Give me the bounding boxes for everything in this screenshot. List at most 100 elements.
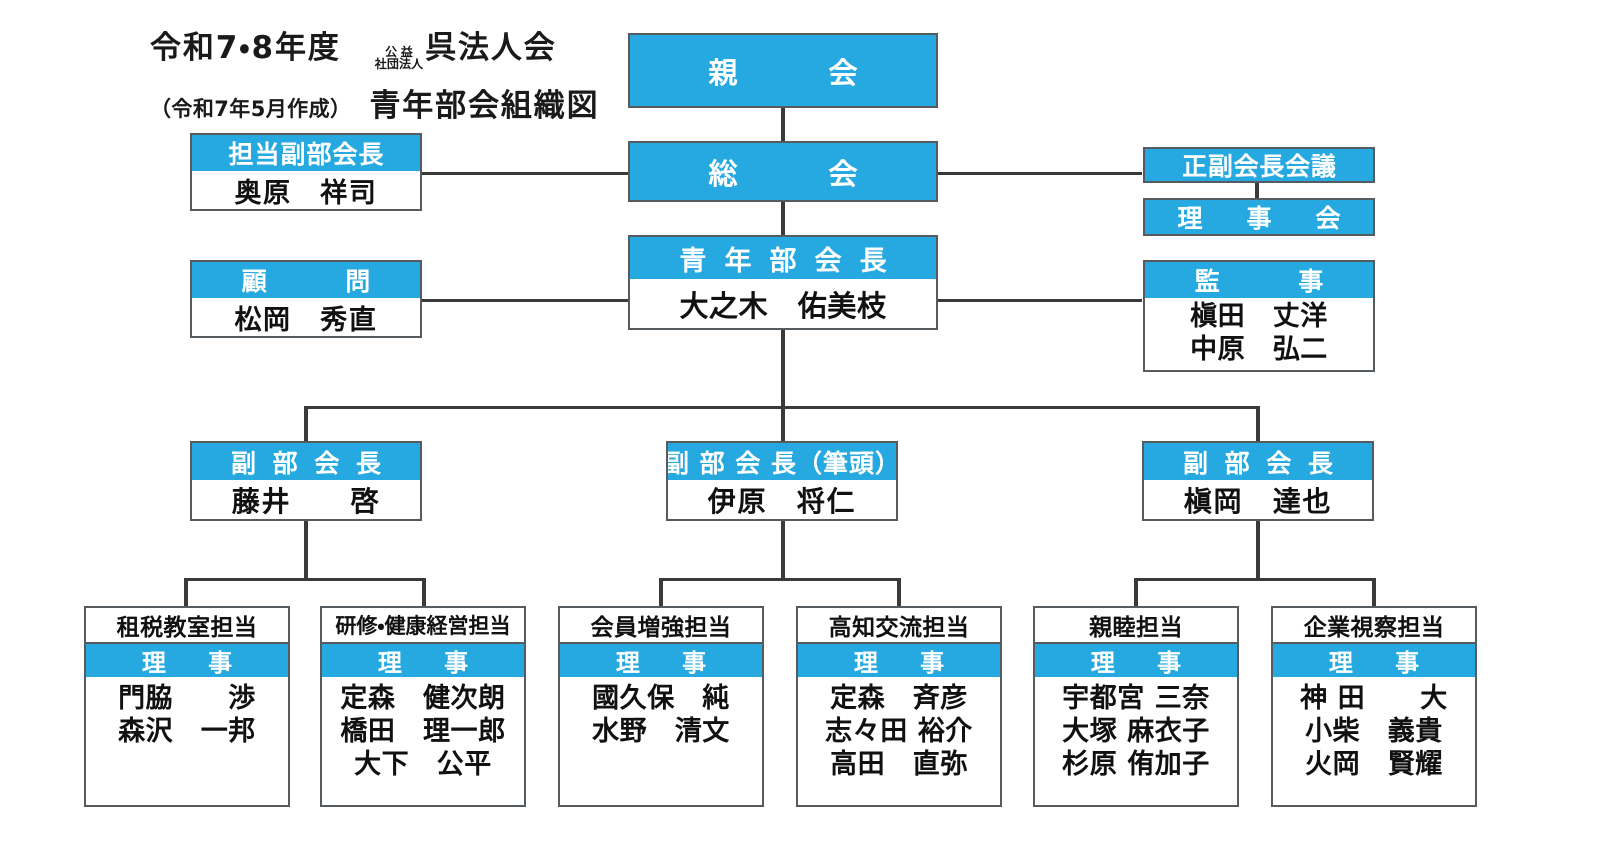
connector-vicechair1-down xyxy=(304,521,308,581)
connector-vicechair3-down xyxy=(1256,521,1260,581)
organization-name: 呉法人会 xyxy=(425,30,557,66)
node-committee-4-role: 理 事 xyxy=(798,644,1000,677)
node-oyakai-label: 親 会 xyxy=(630,35,936,106)
connector-soukai-seinenbukaicho xyxy=(781,202,785,235)
connector-drop-vicechair-1 xyxy=(304,406,308,441)
node-committee-3-member-2: 水野 清文 xyxy=(592,715,730,747)
title-chart-name: 青年部会組織図 xyxy=(369,88,600,124)
node-kanji-names: 槇田 丈洋 中原 弘二 xyxy=(1145,298,1373,370)
node-oyakai[interactable]: 親 会 xyxy=(628,33,938,108)
node-soukai-label: 総 会 xyxy=(630,143,936,200)
node-vice-chair-3-name: 槇岡 達也 xyxy=(1183,484,1333,518)
connector-seinenbukaicho-kanji xyxy=(937,299,1142,302)
connector-vicechair3-bus xyxy=(1135,578,1375,581)
connector-seifuku-rijikai xyxy=(1255,182,1259,199)
node-committee-5-role: 理 事 xyxy=(1035,644,1237,677)
node-committee-1-member-1: 門脇 渉 xyxy=(118,683,256,714)
connector-drop-committee-6 xyxy=(1372,578,1376,606)
node-seifuku-kaichou-kaigi[interactable]: 正副会長会議 xyxy=(1143,147,1375,183)
node-committee-3-members: 國久保 純 水野 清文 xyxy=(560,677,762,805)
node-seifuku-kaichou-kaigi-label: 正副会長会議 xyxy=(1145,149,1373,181)
connector-oyakai-soukai xyxy=(781,108,785,141)
corporation-type-top: 公益 xyxy=(385,45,417,59)
node-komon-label: 顧 問 xyxy=(192,262,420,298)
connector-seinenbukaicho-komon xyxy=(420,299,630,302)
node-kanji[interactable]: 監 事 槇田 丈洋 中原 弘二 xyxy=(1143,260,1375,372)
node-committee-5[interactable]: 親睦担当 理 事 宇都宮 三奈 大塚 麻衣子 杉原 侑加子 xyxy=(1033,606,1239,807)
connector-soukai-tantou xyxy=(420,172,630,175)
node-committee-6-members: 神 田 大 小柴 義貴 火岡 賢耀 xyxy=(1273,677,1475,805)
connector-soukai-seifuku xyxy=(937,172,1142,175)
node-committee-2[interactable]: 研修・健康経営担当 理 事 定森 健次朗 橋田 理一郎 大下 公平 xyxy=(320,606,526,807)
node-committee-1-members: 門脇 渉 森沢 一邦 xyxy=(86,677,288,805)
node-rijikai[interactable]: 理 事 会 xyxy=(1143,198,1375,236)
node-committee-6-title: 企業視察担当 xyxy=(1273,608,1475,644)
node-kanji-label: 監 事 xyxy=(1145,262,1373,298)
node-vice-chair-3[interactable]: 副 部 会 長 槇岡 達也 xyxy=(1142,441,1374,521)
node-committee-4-members: 定森 斉彦 志々田 裕介 高田 直弥 xyxy=(798,677,1000,805)
node-committee-5-title: 親睦担当 xyxy=(1035,608,1237,644)
node-tantou-fukubukaicho[interactable]: 担当副部会長 奥原 祥司 xyxy=(190,133,422,211)
node-committee-4-member-2: 志々田 裕介 xyxy=(825,715,973,747)
node-vice-chair-3-label: 副 部 会 長 xyxy=(1144,443,1372,480)
node-committee-6-member-1: 神 田 大 xyxy=(1300,683,1448,714)
title-created-note: （令和7年5月作成） xyxy=(150,97,352,121)
connector-drop-vicechair-2 xyxy=(781,406,785,441)
node-vice-chair-1-label: 副 部 会 長 xyxy=(192,443,420,480)
node-committee-5-member-3: 杉原 侑加子 xyxy=(1062,748,1210,780)
node-seinenbukaicho-name: 大之木 佑美枝 xyxy=(679,288,887,323)
connector-drop-committee-5 xyxy=(1134,578,1138,606)
node-committee-5-member-2: 大塚 麻衣子 xyxy=(1062,715,1210,747)
connector-vicechair2-down xyxy=(781,521,785,581)
node-kanji-name-2: 中原 弘二 xyxy=(1190,333,1328,365)
connector-drop-committee-4 xyxy=(897,578,901,606)
title-fiscal-year: 令和7・8年度 xyxy=(150,30,341,66)
node-komon-name: 松岡 秀直 xyxy=(234,304,378,336)
node-committee-3-role: 理 事 xyxy=(560,644,762,677)
connector-vicechair2-bus xyxy=(660,578,900,581)
node-committee-5-members: 宇都宮 三奈 大塚 麻衣子 杉原 侑加子 xyxy=(1035,677,1237,805)
corporation-type-ruby: 公益 社団法人 xyxy=(375,46,423,70)
node-komon[interactable]: 顧 問 松岡 秀直 xyxy=(190,260,422,338)
node-rijikai-label: 理 事 会 xyxy=(1145,200,1373,234)
connector-drop-vicechair-3 xyxy=(1256,406,1260,441)
node-committee-2-title: 研修・健康経営担当 xyxy=(322,608,524,644)
connector-drop-committee-3 xyxy=(659,578,663,606)
connector-drop-committee-1 xyxy=(184,578,188,606)
node-committee-5-member-1: 宇都宮 三奈 xyxy=(1062,683,1210,714)
node-committee-6[interactable]: 企業視察担当 理 事 神 田 大 小柴 義貴 火岡 賢耀 xyxy=(1271,606,1477,807)
node-committee-1[interactable]: 租税教室担当 理 事 門脇 渉 森沢 一邦 xyxy=(84,606,290,807)
node-vice-chair-2[interactable]: 副 部 会 長（筆頭） 伊原 将仁 xyxy=(666,441,898,521)
node-committee-3-member-1: 國久保 純 xyxy=(592,683,730,714)
node-committee-3-title: 会員増強担当 xyxy=(560,608,762,644)
connector-drop-committee-2 xyxy=(422,578,426,606)
node-committee-2-members: 定森 健次朗 橋田 理一郎 大下 公平 xyxy=(322,677,524,805)
node-committee-4-title: 高知交流担当 xyxy=(798,608,1000,644)
node-committee-2-member-1: 定森 健次朗 xyxy=(340,683,506,714)
node-committee-6-role: 理 事 xyxy=(1273,644,1475,677)
node-committee-1-title: 租税教室担当 xyxy=(86,608,288,644)
node-tantou-fukubukaicho-name: 奥原 祥司 xyxy=(234,177,378,209)
node-vice-chair-2-label: 副 部 会 長（筆頭） xyxy=(668,443,896,480)
node-committee-1-member-2: 森沢 一邦 xyxy=(118,715,256,747)
node-committee-2-member-3: 大下 公平 xyxy=(354,748,492,780)
node-committee-2-member-2: 橋田 理一郎 xyxy=(340,715,506,747)
node-seinenbukaicho-label: 青 年 部 会 長 xyxy=(630,237,936,279)
node-committee-4-member-1: 定森 斉彦 xyxy=(830,683,968,714)
node-tantou-fukubukaicho-label: 担当副部会長 xyxy=(192,135,420,171)
connector-seinenbukaicho-down xyxy=(781,330,785,408)
node-committee-3[interactable]: 会員増強担当 理 事 國久保 純 水野 清文 xyxy=(558,606,764,807)
node-kanji-name-1: 槇田 丈洋 xyxy=(1190,301,1328,332)
node-committee-2-role: 理 事 xyxy=(322,644,524,677)
node-committee-6-member-3: 火岡 賢耀 xyxy=(1305,748,1443,780)
node-committee-6-member-2: 小柴 義貴 xyxy=(1305,715,1443,747)
node-vice-chair-1[interactable]: 副 部 会 長 藤井 啓 xyxy=(190,441,422,521)
chart-title-block: 令和7・8年度 公益 社団法人 呉法人会 （令和7年5月作成） 青年部会組織図 xyxy=(150,22,620,124)
node-soukai[interactable]: 総 会 xyxy=(628,141,938,202)
node-seinenbukaicho[interactable]: 青 年 部 会 長 大之木 佑美枝 xyxy=(628,235,938,330)
connector-vicechair1-bus xyxy=(185,578,425,581)
node-committee-4[interactable]: 高知交流担当 理 事 定森 斉彦 志々田 裕介 高田 直弥 xyxy=(796,606,1002,807)
corporation-type-bottom: 社団法人 xyxy=(374,57,424,71)
node-vice-chair-2-name: 伊原 将仁 xyxy=(707,484,857,518)
